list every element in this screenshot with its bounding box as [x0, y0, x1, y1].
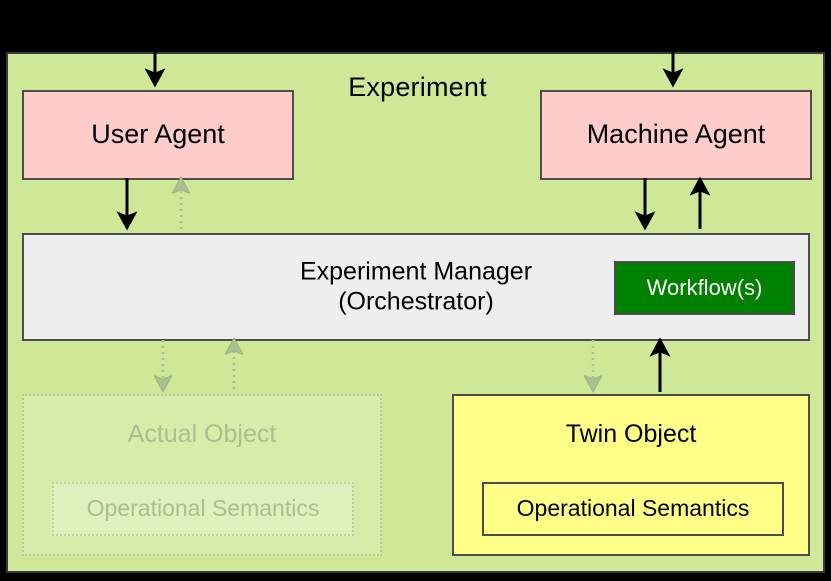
node-twin-object-operational-semantics[interactable]: Operational Semantics — [482, 482, 784, 536]
node-user-agent[interactable]: User Agent — [22, 90, 294, 180]
node-workflows-label: Workflow(s) — [646, 275, 763, 301]
experiment-container: Experiment User Agent Machine Agent Expe… — [6, 52, 825, 573]
node-machine-agent-label: Machine Agent — [586, 119, 766, 150]
node-experiment-manager[interactable]: Experiment Manager (Orchestrator) Workfl… — [22, 233, 810, 341]
node-twin-object[interactable]: Twin Object Operational Semantics — [452, 394, 810, 556]
node-actual-object-label: Actual Object — [127, 420, 277, 448]
node-user-agent-label: User Agent — [91, 119, 225, 150]
node-workflows[interactable]: Workflow(s) — [614, 261, 795, 315]
page-title: Experiment — [348, 72, 487, 102]
node-actual-object-operational-semantics-label: Operational Semantics — [86, 495, 320, 522]
node-machine-agent[interactable]: Machine Agent — [540, 90, 812, 180]
node-twin-object-operational-semantics-label: Operational Semantics — [516, 495, 750, 522]
node-actual-object[interactable]: Actual Object Operational Semantics — [22, 394, 382, 556]
node-actual-object-operational-semantics[interactable]: Operational Semantics — [52, 482, 354, 536]
node-twin-object-label: Twin Object — [565, 420, 697, 448]
